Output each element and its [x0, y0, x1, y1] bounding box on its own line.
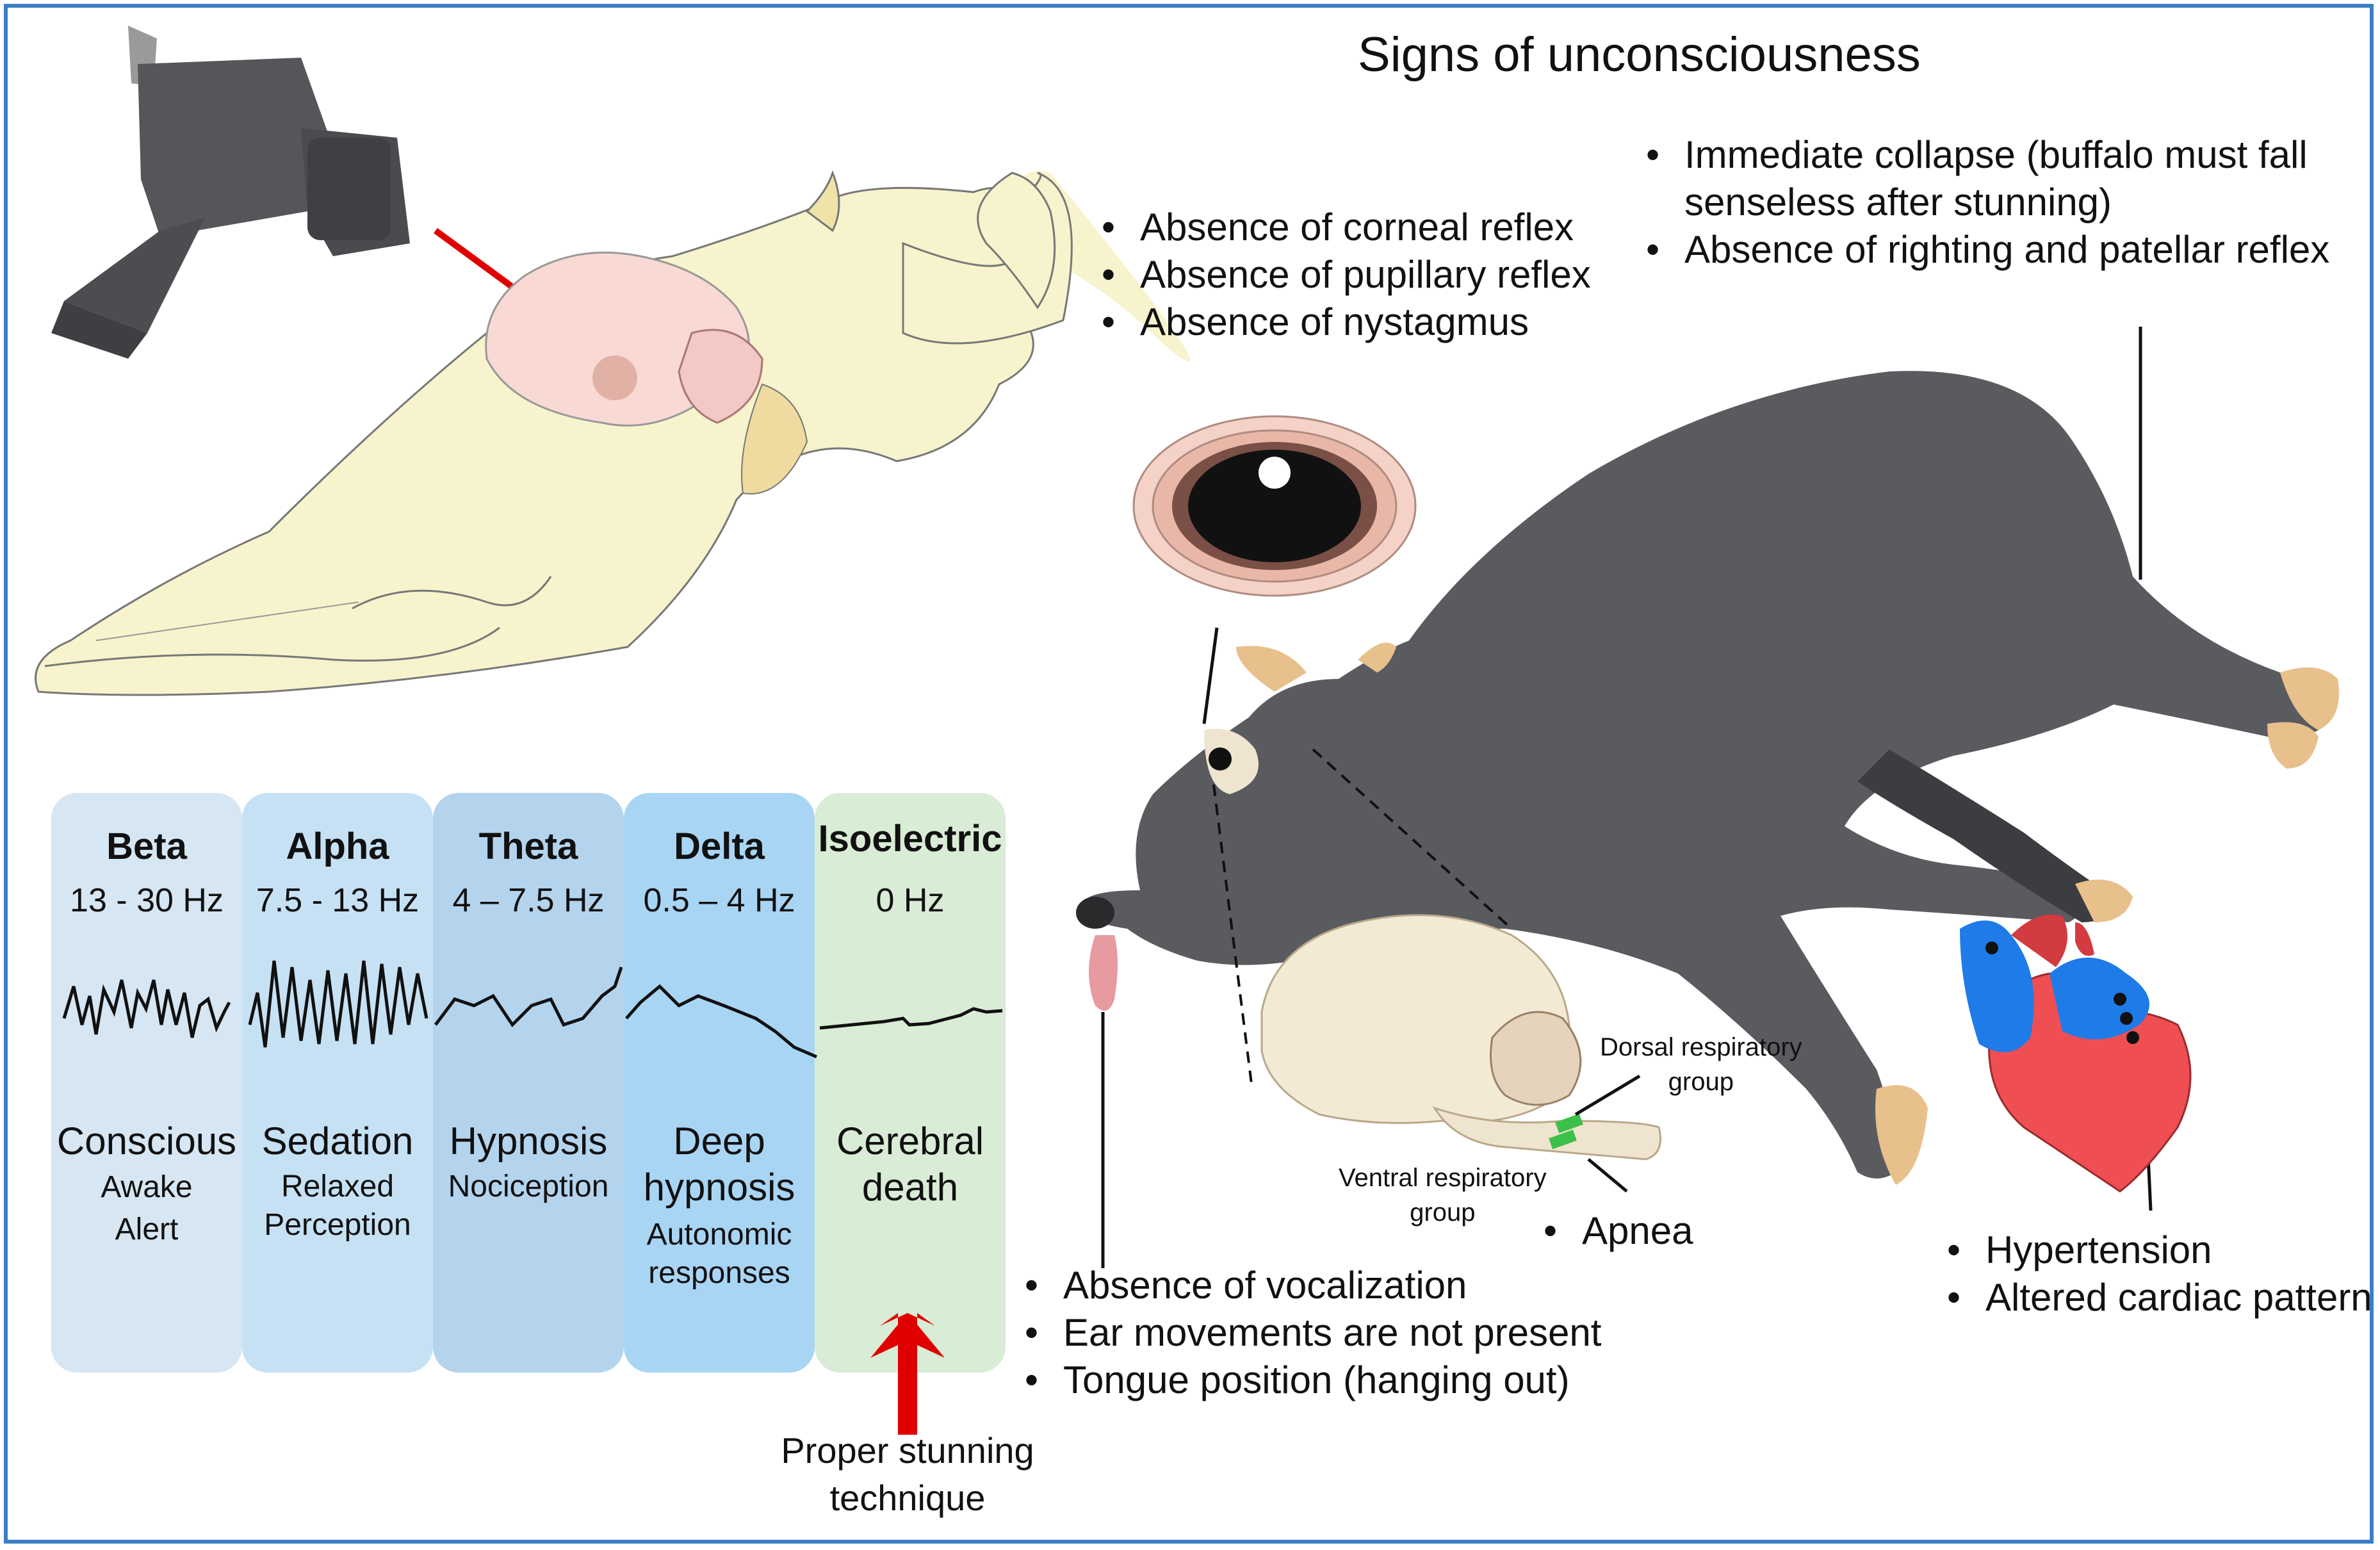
band-sub: Autonomic [646, 1218, 792, 1252]
band-state: Cerebral [836, 1120, 984, 1162]
eeg-band-delta: Delta 0.5 – 4 Hz Deep hypnosis Autonomic… [624, 793, 815, 1373]
heart-sign-cardiac: Altered cardiac pattern [1947, 1274, 2372, 1321]
band-sub: Relaxed [281, 1170, 395, 1203]
mouth-sign-ears: Ear movements are not present [1025, 1309, 1601, 1357]
delta-waveform [625, 984, 817, 1059]
band-name: Delta [674, 826, 765, 867]
body-sign-collapse: Immediate collapse (buffalo must fall [1646, 131, 2329, 179]
eeg-band-beta: Beta 13 - 30 Hz Conscious Awake Alert [51, 793, 242, 1373]
band-state: hypnosis [643, 1166, 795, 1209]
mouth-signs-list: Absence of vocalization Ear movements ar… [1025, 1262, 1601, 1404]
ventral-respiratory-label: Ventral respiratory group [1339, 1164, 1547, 1227]
eeg-band-alpha-panel [242, 793, 433, 1373]
eeg-band-theta: Theta 4 – 7.5 Hz Hypnosis Nociception [433, 793, 624, 1373]
band-range: 4 – 7.5 Hz [452, 882, 605, 919]
band-name: Beta [106, 826, 187, 867]
band-sub: responses [648, 1256, 790, 1290]
body-signs-list: Immediate collapse (buffalo must fall se… [1646, 131, 2329, 273]
apnea-list: Apnea [1544, 1207, 1693, 1255]
eeg-band-beta-panel [51, 793, 242, 1373]
ventral-connector-line [1587, 1158, 1628, 1193]
heart-icon [1960, 915, 2192, 1193]
band-sub: Nociception [448, 1170, 609, 1203]
mouth-sign-vocalization: Absence of vocalization [1025, 1262, 1601, 1309]
brain-icon [1260, 914, 1661, 1161]
figure-title: Signs of unconsciousness [1358, 28, 1921, 82]
alpha-waveform [248, 960, 428, 1048]
band-sub: Alert [115, 1212, 179, 1246]
band-range: 13 - 30 Hz [70, 882, 224, 919]
eye-sign-nystagmus: Absence of nystagmus [1102, 298, 1591, 346]
body-sign-collapse-cont: senseless after stunning) [1684, 181, 2112, 224]
brain-zoom-line-left [1212, 784, 1253, 1089]
band-state: death [861, 1166, 959, 1209]
theta-waveform [434, 967, 623, 1027]
eeg-band-isoelectric: Isoelectric 0 Hz Cerebral death [815, 793, 1006, 1373]
band-sub: Awake [101, 1170, 193, 1204]
eeg-band-isoelectric-panel [815, 793, 1006, 1373]
eye-signs-list: Absence of corneal reflex Absence of pup… [1102, 204, 1591, 346]
band-state: Conscious [56, 1120, 237, 1162]
band-state: Sedation [261, 1120, 414, 1162]
beta-waveform [62, 979, 231, 1038]
figure-border [4, 4, 2374, 1544]
band-name: Isoelectric [818, 818, 1002, 860]
mouth-sign-tongue: Tongue position (hanging out) [1025, 1357, 1601, 1404]
band-range: 7.5 - 13 Hz [256, 882, 420, 919]
dorsal-respiratory-label: Dorsal respiratory group [1600, 1033, 1802, 1096]
brain-zoom-line-right [1312, 748, 1513, 930]
eye-connector-line [1202, 627, 1219, 724]
stunning-technique-label: Proper stunning technique [781, 1430, 1034, 1518]
band-name: Alpha [286, 826, 389, 867]
eye-icon [1132, 415, 1417, 597]
band-state: Deep [673, 1120, 765, 1162]
eeg-band-theta-panel [433, 793, 624, 1373]
eeg-band-delta-panel [624, 793, 815, 1373]
isoelectric-waveform [819, 1007, 1003, 1030]
band-sub: Perception [264, 1208, 411, 1242]
band-range: 0 Hz [876, 882, 945, 919]
eye-sign-corneal: Absence of corneal reflex [1102, 204, 1591, 251]
heart-signs-list: Hypertension Altered cardiac pattern [1947, 1227, 2372, 1321]
eeg-band-alpha: Alpha 7.5 - 13 Hz Sedation Relaxed Perce… [242, 793, 433, 1373]
band-range: 0.5 – 4 Hz [643, 882, 795, 919]
apnea-sign: Apnea [1544, 1207, 1693, 1255]
heart-sign-hypertension: Hypertension [1947, 1227, 2372, 1274]
buffalo-skull-icon [35, 170, 1191, 696]
dorsal-connector-line [1574, 1074, 1641, 1116]
eye-sign-pupillary: Absence of pupillary reflex [1102, 251, 1591, 298]
band-state: Hypnosis [449, 1120, 608, 1162]
body-sign-righting: Absence of righting and patellar reflex [1646, 226, 2329, 273]
captive-bolt-gun-icon [51, 26, 410, 359]
band-name: Theta [478, 826, 578, 867]
collapsed-buffalo-icon [1076, 371, 2339, 1185]
